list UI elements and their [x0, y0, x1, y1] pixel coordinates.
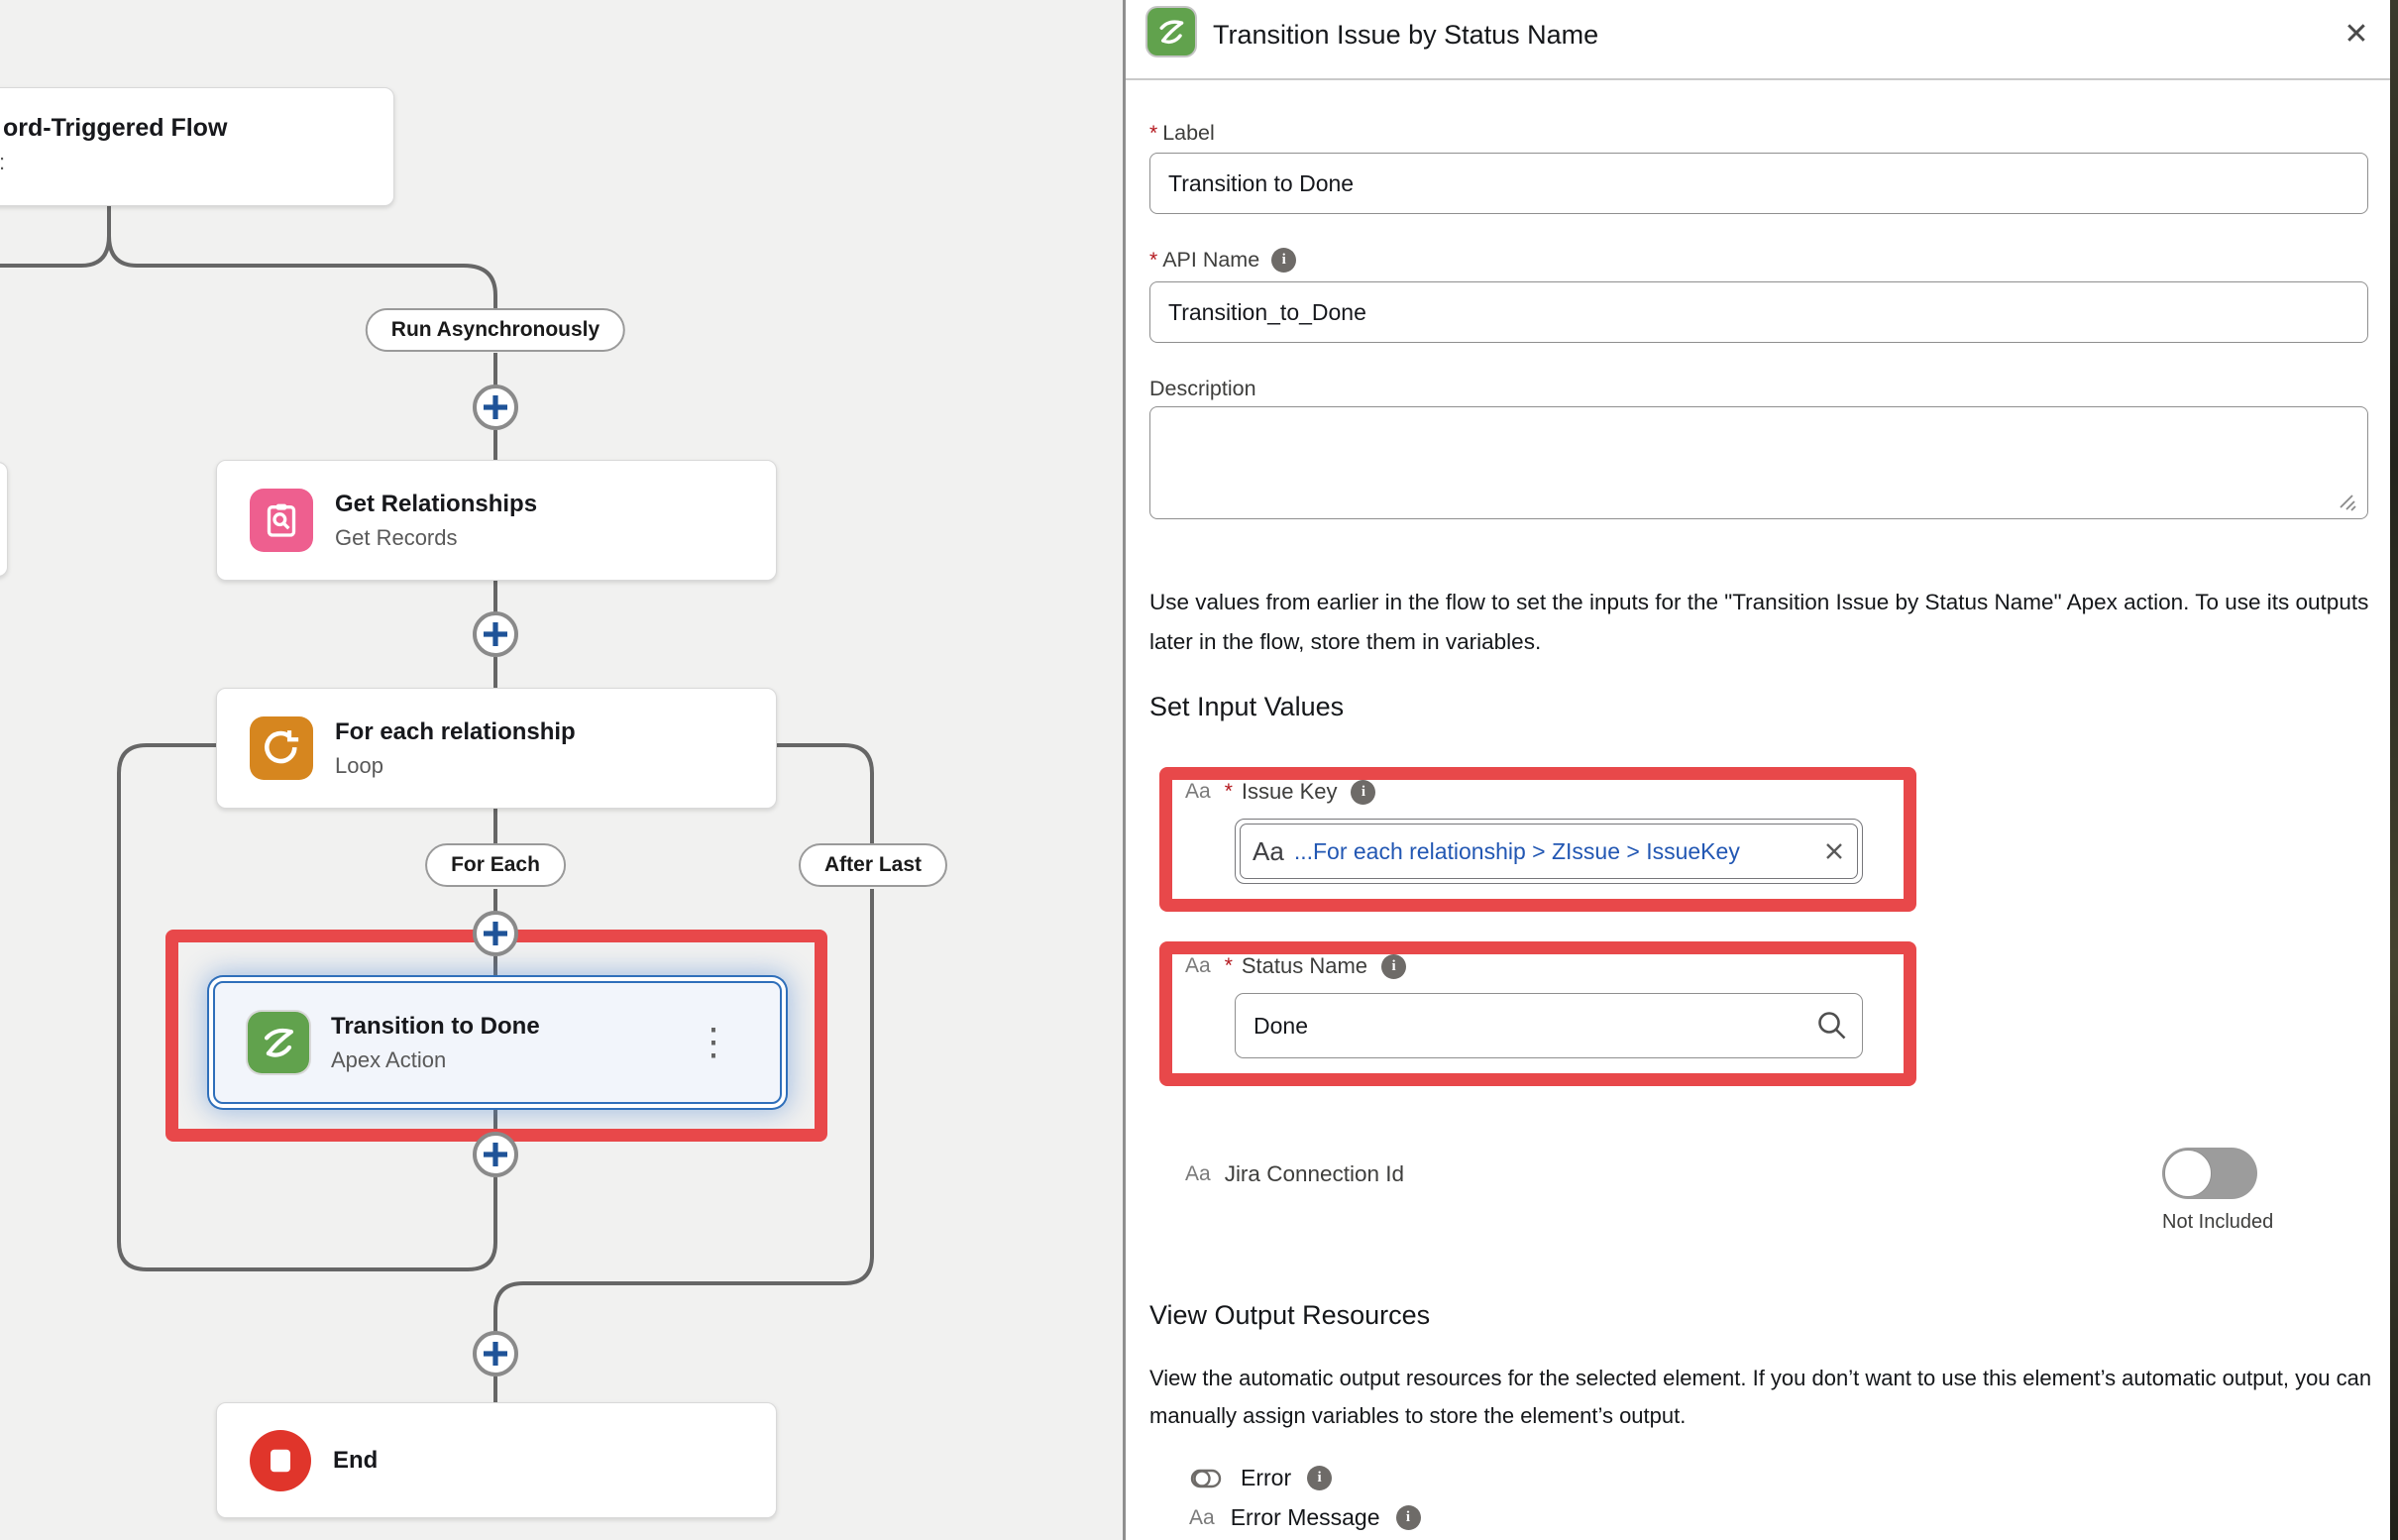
api-name-input[interactable] — [1149, 281, 2368, 343]
node-title: End — [333, 1446, 379, 1474]
header-divider — [1126, 78, 2390, 80]
text-type-icon: Aa — [1253, 835, 1284, 866]
set-input-values-heading: Set Input Values — [1149, 692, 1345, 721]
loop-node[interactable]: For each relationship Loop — [216, 688, 777, 809]
output-paragraph: View the automatic output resources for … — [1149, 1366, 2372, 1428]
error-output-row: Error i — [1189, 1465, 1333, 1491]
close-icon[interactable]: ✕ — [2344, 17, 2369, 51]
end-icon — [250, 1429, 311, 1491]
text-type-icon: Aa — [1185, 780, 1211, 803]
view-output-resources-heading: View Output Resources — [1149, 1300, 1431, 1330]
node-subtitle: Apex Action — [331, 1046, 447, 1072]
run-asynchronously-badge: Run Asynchronously — [365, 308, 626, 352]
status-name-label: Status Name — [1241, 953, 1368, 978]
transition-to-done-node[interactable]: Transition to Done Apex Action ⋮ — [213, 981, 782, 1104]
description-field-label: Description — [1149, 377, 1256, 400]
text-type-icon: Aa — [1185, 954, 1211, 977]
panel-title: Transition Issue by Status Name — [1213, 20, 1599, 50]
intro-paragraph: Use values from earlier in the flow to s… — [1149, 590, 2369, 654]
jira-connection-label: Jira Connection Id — [1224, 1161, 1405, 1186]
info-icon[interactable]: i — [1307, 1466, 1333, 1490]
issue-key-label: Issue Key — [1241, 779, 1338, 804]
status-name-label-row: Aa * Status Name i — [1185, 949, 1407, 983]
required-marker: * — [1224, 780, 1233, 803]
resource-pill[interactable]: Aa ...For each relationship > ZIssue > I… — [1240, 824, 1858, 879]
status-name-input[interactable] — [1235, 993, 1863, 1058]
node-subtitle: Loop — [335, 752, 383, 778]
description-textarea[interactable] — [1149, 406, 2368, 519]
label-field-label: *Label — [1149, 121, 1215, 145]
required-marker: * — [1224, 954, 1233, 977]
text-type-icon: Aa — [1185, 1162, 1211, 1185]
annotation-box-apex-node — [165, 930, 827, 1142]
textarea-resize-handle-icon[interactable] — [2333, 488, 2358, 518]
record-triggered-flow-node[interactable]: ord-Triggered Flow : — [0, 87, 394, 206]
get-relationships-node[interactable]: Get Relationships Get Records — [216, 460, 777, 581]
info-icon[interactable]: i — [1271, 248, 1297, 273]
trigger-node-title: ord-Triggered Flow — [3, 114, 228, 142]
for-each-badge: For Each — [425, 843, 566, 887]
zagile-apex-icon — [248, 1012, 309, 1073]
error-message-output-row: Aa Error Message i — [1189, 1504, 1421, 1531]
error-message-output-label: Error Message — [1230, 1504, 1380, 1530]
add-element-button[interactable] — [473, 611, 518, 657]
get-records-icon — [250, 489, 313, 552]
issue-key-value: ...For each relationship > ZIssue > Issu… — [1293, 837, 1740, 864]
search-icon[interactable] — [1815, 1009, 1849, 1043]
node-menu-kebab-icon[interactable]: ⋮ — [695, 1022, 732, 1063]
annotation-box-status-name — [1159, 941, 1916, 1086]
add-element-button[interactable] — [473, 385, 518, 430]
annotation-box-issue-key — [1159, 767, 1916, 912]
toggle-state-label: Not Included — [2162, 1211, 2274, 1233]
include-toggle[interactable] — [2162, 1148, 2257, 1199]
remove-value-icon[interactable] — [1823, 840, 1845, 862]
after-last-badge: After Last — [798, 843, 948, 887]
api-name-field-label: *API Name i — [1149, 248, 1297, 273]
node-subtitle: Get Records — [335, 524, 458, 550]
add-element-button[interactable] — [473, 1331, 518, 1376]
node-title: Transition to Done — [331, 1012, 540, 1040]
loop-icon — [250, 716, 313, 780]
zagile-apex-icon — [1147, 8, 1195, 55]
issue-key-input[interactable]: Aa ...For each relationship > ZIssue > I… — [1235, 819, 1863, 884]
node-title: Get Relationships — [335, 490, 538, 517]
add-element-button[interactable] — [473, 1132, 518, 1177]
trigger-node-subtitle-fragment: : — [0, 150, 5, 175]
toggle-knob — [2164, 1150, 2212, 1197]
info-icon[interactable]: i — [1395, 1505, 1421, 1530]
label-input[interactable] — [1149, 153, 2368, 214]
text-type-icon: Aa — [1189, 1505, 1215, 1529]
node-title: For each relationship — [335, 717, 576, 745]
info-icon[interactable]: i — [1351, 779, 1376, 805]
required-marker: * — [1149, 122, 1158, 145]
end-node[interactable]: End — [216, 1402, 777, 1518]
info-icon[interactable]: i — [1381, 953, 1407, 979]
jira-connection-row: Aa Jira Connection Id — [1185, 1157, 1404, 1191]
desktop-wallpaper-edge — [2390, 0, 2398, 1540]
add-element-button[interactable] — [473, 911, 518, 956]
required-marker: * — [1149, 249, 1158, 272]
error-output-label: Error — [1241, 1465, 1292, 1490]
offscreen-node-sliver — [0, 462, 8, 577]
boolean-type-icon — [1190, 1469, 1222, 1487]
issue-key-label-row: Aa * Issue Key i — [1185, 775, 1376, 809]
